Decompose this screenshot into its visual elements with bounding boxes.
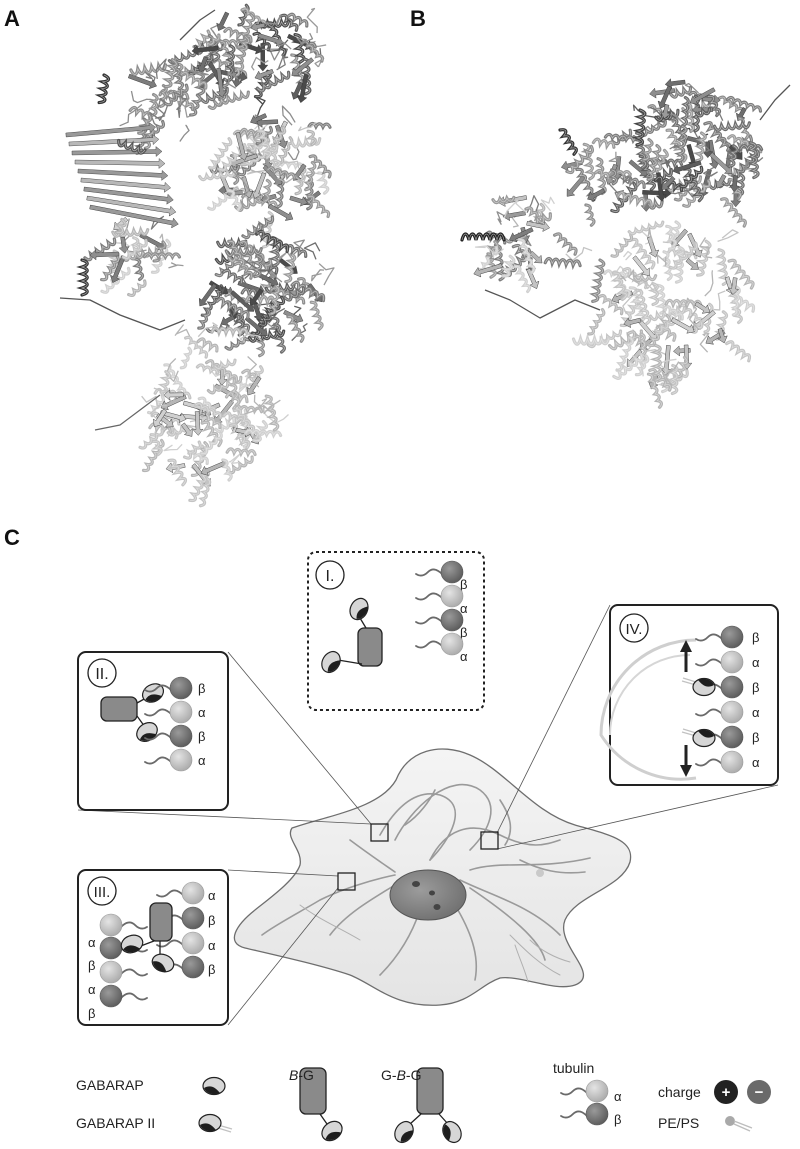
legend: GABARAP GABARAP II B-G G-B-G tubulin α β… xyxy=(76,1060,771,1146)
legend-tubulin-label: tubulin xyxy=(553,1060,594,1076)
bg-construct xyxy=(101,697,137,721)
gbg-construct xyxy=(150,903,172,941)
inset-three-label: III. xyxy=(94,884,111,901)
legend-tubulin-alpha: α xyxy=(614,1089,622,1104)
lipid-head-icon xyxy=(725,1116,735,1126)
tubulin-three-right-label-1: β xyxy=(208,913,215,928)
tubulin-three-left-label-1: β xyxy=(88,958,95,973)
minus-charge-symbol: − xyxy=(755,1084,764,1101)
tubulin-three-right-label-2: α xyxy=(208,938,216,953)
legend-bg-label: B-G xyxy=(289,1067,314,1083)
tubulin-two-label-3: α xyxy=(198,753,206,768)
tubulin-four-label-5: α xyxy=(752,755,760,770)
legend-tubulin-beta: β xyxy=(614,1112,621,1127)
tubulin-three-right-label-0: α xyxy=(208,888,216,903)
gbg-legend-gabarap-left xyxy=(391,1118,417,1146)
legend-pe-ps-label: PE/PS xyxy=(658,1115,699,1131)
tubulin-three-left-label-0: α xyxy=(88,935,96,950)
inset-four-label: IV. xyxy=(626,621,643,638)
tubulin-four-label-3: α xyxy=(752,705,760,720)
tubulin-four-label-1: α xyxy=(752,655,760,670)
legend-gabarap-label: GABARAP xyxy=(76,1077,144,1093)
plus-charge-symbol: + xyxy=(722,1084,731,1101)
inset-one-label: I. xyxy=(326,568,335,585)
tubulin-two-label-0: β xyxy=(198,681,205,696)
legend-charge-label: charge xyxy=(658,1084,701,1100)
protein-structure-a xyxy=(60,5,334,506)
legend-tubulin-alpha-sphere xyxy=(561,1080,608,1102)
legend-tubulin-beta-sphere xyxy=(561,1103,608,1125)
gbg-legend-gabarap-right xyxy=(439,1118,465,1146)
tubulin-three-right-label-3: β xyxy=(208,962,215,977)
legend-gbg-label: G-B-G xyxy=(381,1067,421,1083)
tubulin-two-label-1: α xyxy=(198,705,206,720)
inset-two-label: II. xyxy=(95,666,108,683)
protein-structure-b xyxy=(462,77,790,407)
tubulin-one-label-3: α xyxy=(460,649,468,664)
bg-construct xyxy=(358,628,382,666)
bg-legend-gabarap xyxy=(318,1117,346,1144)
tubulin-four-label-2: β xyxy=(752,680,759,695)
gabarap-ii-icon xyxy=(199,1115,232,1133)
tubulin-three-left-label-2: α xyxy=(88,982,96,997)
cell xyxy=(234,749,630,1005)
tubulin-four-label-0: β xyxy=(752,630,759,645)
tubulin-two-label-2: β xyxy=(198,729,205,744)
tubulin-four-label-4: β xyxy=(752,730,759,745)
tubulin-three-left-label-3: β xyxy=(88,1006,95,1021)
gabarap-icon xyxy=(203,1078,225,1095)
legend-gabarap-ii-label: GABARAP II xyxy=(76,1115,155,1131)
